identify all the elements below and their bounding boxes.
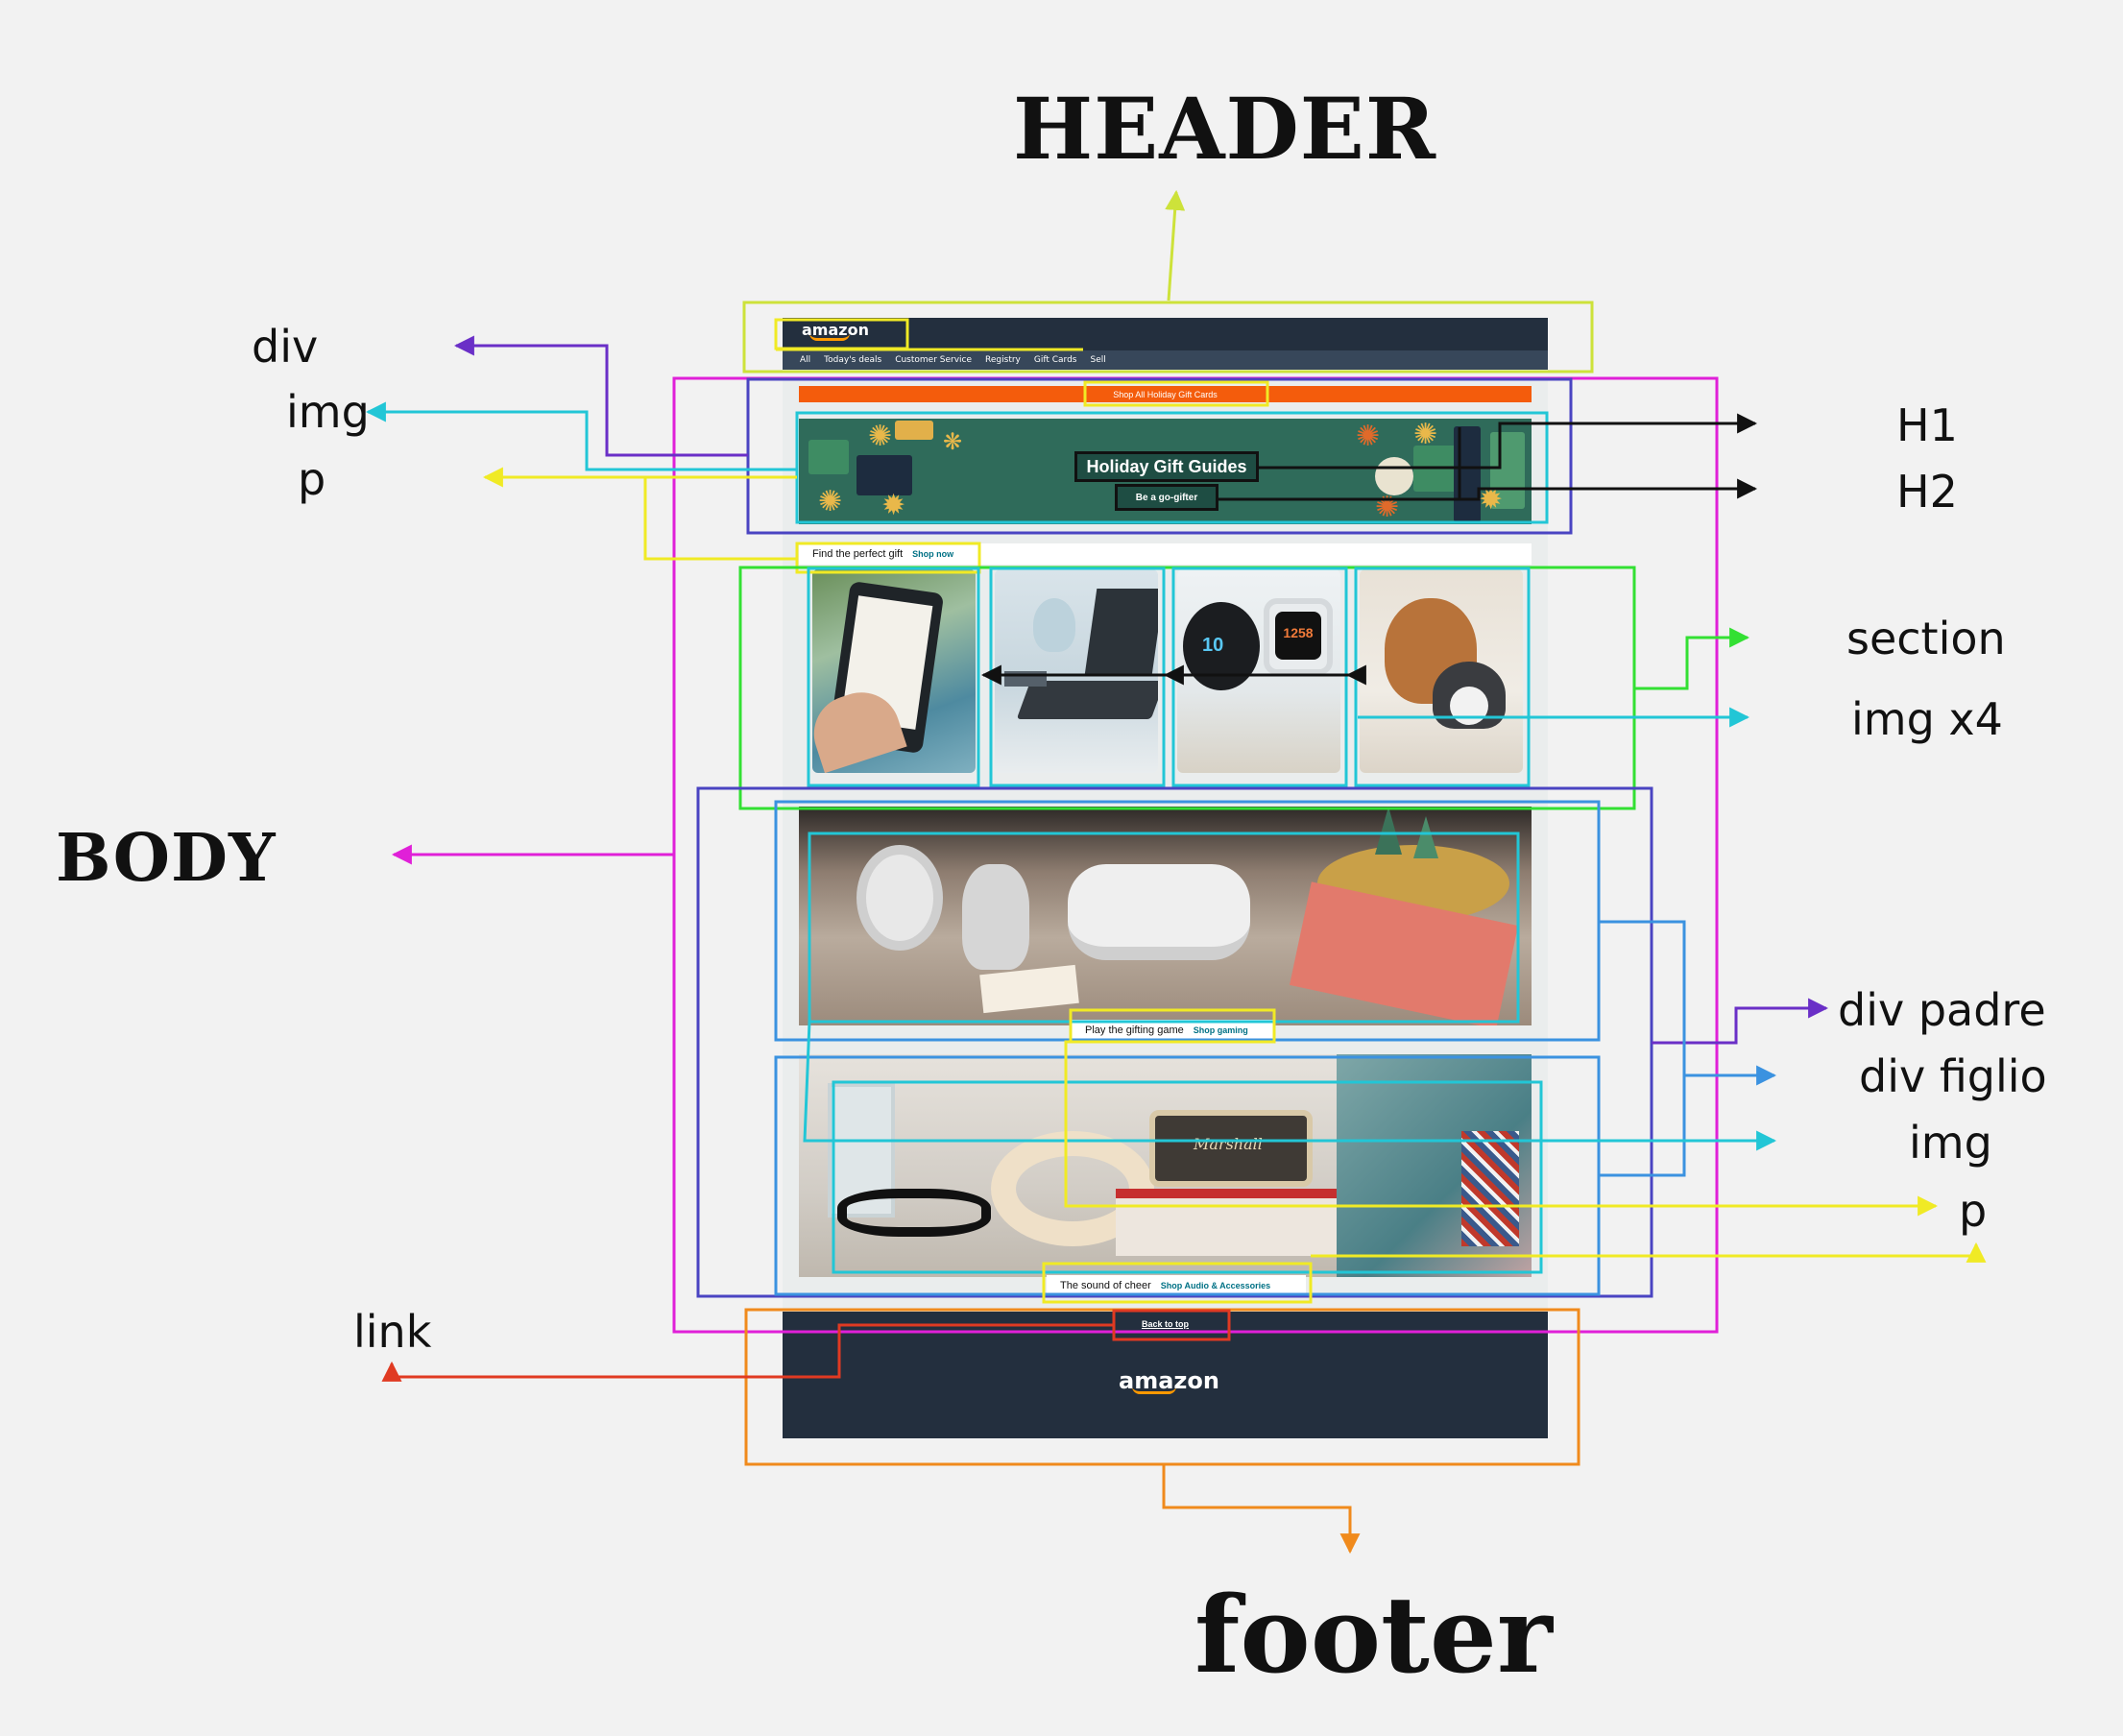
label-img-right: img — [1909, 1117, 1992, 1169]
audio-link[interactable]: Shop Audio & Accessories — [1160, 1281, 1271, 1290]
audio-caption: The sound of cheer Shop Audio & Accessor… — [1047, 1275, 1306, 1296]
banner-h2: Be a go-gifter — [1115, 484, 1218, 511]
nav-item-todays-deals[interactable]: Today's deals — [824, 355, 882, 365]
nav-item-customer-service[interactable]: Customer Service — [895, 355, 973, 365]
promo-bar[interactable]: Shop All Holiday Gift Cards — [799, 386, 1532, 402]
label-div-figlio: div figlio — [1859, 1050, 2047, 1102]
body-title: BODY — [56, 820, 277, 897]
label-img-x4: img x4 — [1851, 693, 2003, 745]
div-arrow — [453, 335, 748, 457]
nav-bar: All Today's deals Customer Service Regis… — [783, 350, 1548, 370]
nav-item-sell[interactable]: Sell — [1090, 355, 1106, 365]
site-header-bar: amazon — [783, 318, 1548, 350]
footer-logo-text: amazon — [1119, 1367, 1219, 1394]
footer-title: footer — [1194, 1573, 1553, 1697]
gaming-caption: Play the gifting game Shop gaming — [1072, 1020, 1273, 1041]
div-padre-arrow — [1652, 998, 1829, 1045]
label-h1: H1 — [1896, 399, 1958, 451]
nav-item-gift-cards[interactable]: Gift Cards — [1033, 355, 1077, 365]
footer-arrow — [1162, 1464, 1361, 1555]
gaming-link[interactable]: Shop gaming — [1193, 1025, 1248, 1035]
nav-item-all[interactable]: All — [800, 355, 811, 365]
label-p: p — [298, 453, 326, 505]
product-image-watches[interactable]: 10 1258 — [1177, 569, 1340, 773]
label-h2: H2 — [1896, 466, 1958, 518]
product-image-kindle[interactable] — [812, 569, 976, 773]
headphones-image: Marshall — [799, 1054, 1532, 1277]
section-arrow — [1634, 627, 1750, 690]
label-p-right: p — [1959, 1185, 1988, 1237]
watch-right-readout: 1258 — [1275, 612, 1321, 660]
label-div: div — [252, 321, 319, 373]
find-gift-link[interactable]: Shop now — [912, 549, 954, 559]
header-title: HEADER — [1013, 79, 1437, 179]
label-section: section — [1846, 613, 2006, 664]
site-footer: Back to top amazon — [783, 1312, 1548, 1438]
gaming-caption-text: Play the gifting game — [1085, 1025, 1184, 1036]
back-to-top-link[interactable]: Back to top — [1141, 1319, 1189, 1329]
label-link: link — [353, 1306, 432, 1358]
footer-logo[interactable]: amazon — [1119, 1367, 1219, 1394]
audio-caption-text: The sound of cheer — [1060, 1280, 1151, 1291]
img-arrow — [365, 401, 797, 471]
watch-left-readout: 10 — [1202, 635, 1224, 656]
header-arrow — [1165, 189, 1186, 301]
div-figlio-arrow — [1599, 920, 1777, 1086]
nav-item-registry[interactable]: Registry — [985, 355, 1021, 365]
find-gift-row: Find the perfect gift Shop now — [799, 543, 1532, 565]
label-img: img — [286, 386, 370, 438]
label-div-padre: div padre — [1838, 984, 2046, 1036]
header-logo-text: amazon — [802, 321, 869, 339]
promo-bar-text: Shop All Holiday Gift Cards — [1113, 389, 1218, 399]
find-gift-text: Find the perfect gift — [812, 548, 904, 560]
product-image-keyboard[interactable] — [995, 569, 1158, 773]
vr-headset-image — [799, 807, 1532, 1025]
banner-h1: Holiday Gift Guides — [1074, 451, 1259, 482]
product-image-pets[interactable] — [1360, 569, 1523, 773]
speaker-brand: Marshall — [1194, 1135, 1263, 1153]
header-logo[interactable]: amazon — [802, 321, 869, 341]
